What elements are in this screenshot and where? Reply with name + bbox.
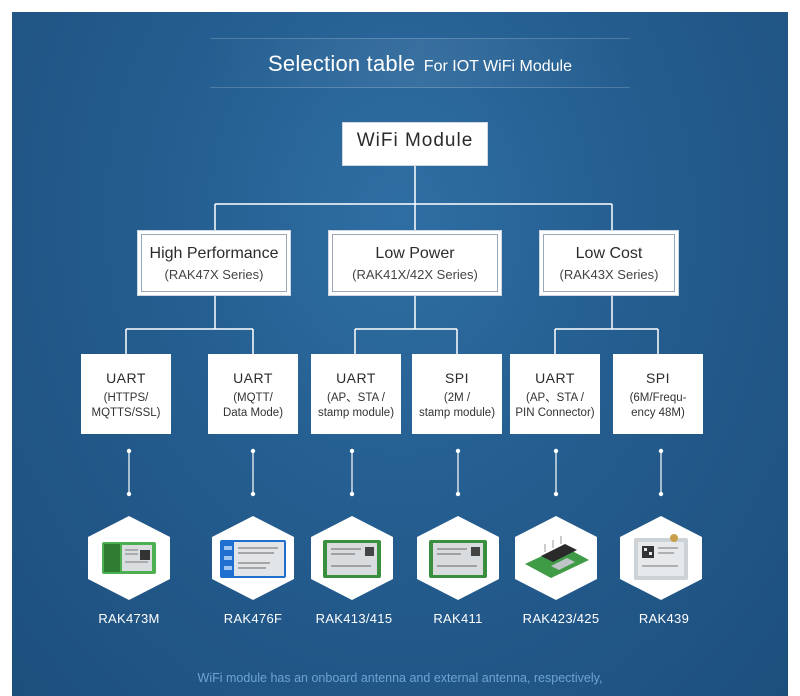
interface-node: UART (HTTPS/ MQTTS/SSL) <box>81 354 171 434</box>
interface-node: UART (MQTT/ Data Mode) <box>208 354 298 434</box>
chip-rak473m-icon <box>102 542 156 574</box>
pin-dot <box>250 491 256 497</box>
module-name: RAK473M <box>98 611 160 626</box>
module-name: RAK423/425 <box>522 611 600 626</box>
interface-node: UART (AP、STA / PIN Connector) <box>510 354 600 434</box>
pin-dot <box>658 448 664 454</box>
chip-rak476f-icon <box>220 540 286 578</box>
category-series: (RAK41X/42X Series) <box>352 267 478 282</box>
interface-node: SPI (6M/Frequ- ency 48M) <box>613 354 703 434</box>
pin-dot <box>553 491 559 497</box>
module-name: RAK439 <box>638 611 690 626</box>
interface-detail: (AP、STA / stamp module) <box>317 392 395 419</box>
category-high-performance: High Performance (RAK47X Series) <box>137 230 291 296</box>
interface-type: SPI <box>645 370 671 386</box>
interface-detail: (AP、STA / PIN Connector) <box>515 392 595 419</box>
interface-detail: (MQTT/ Data Mode) <box>222 392 284 419</box>
module-name: RAK413/415 <box>315 611 393 626</box>
category-name: Low Cost <box>575 245 643 262</box>
chip-rak411-icon <box>429 540 487 578</box>
pin-dot <box>658 491 664 497</box>
title-bar: Selection table For IOT WiFi Module <box>210 38 630 88</box>
category-series: (RAK43X Series) <box>559 267 659 282</box>
category-low-power: Low Power (RAK41X/42X Series) <box>328 230 502 296</box>
title-main: Selection table <box>268 51 416 76</box>
chip-rak439-icon <box>634 534 688 580</box>
interface-node: UART (AP、STA / stamp module) <box>311 354 401 434</box>
module-name: RAK411 <box>433 611 483 626</box>
module-hexagon <box>620 516 702 600</box>
interface-type: UART <box>233 370 273 386</box>
pin-dot <box>553 448 559 454</box>
chip-rak423-icon <box>525 536 589 578</box>
interface-type: SPI <box>444 370 470 386</box>
module-name: RAK476F <box>223 611 283 626</box>
root-node: WiFi Module <box>342 122 488 166</box>
category-low-cost: Low Cost (RAK43X Series) <box>539 230 679 296</box>
footer-note: WiFi module has an onboard antenna and e… <box>197 671 603 685</box>
interface-type: UART <box>535 370 575 386</box>
interface-detail: (2M / stamp module) <box>418 392 496 419</box>
pin-dot <box>126 448 132 454</box>
page-title: Selection table For IOT WiFi Module <box>210 51 630 77</box>
interface-node: SPI (2M / stamp module) <box>412 354 502 434</box>
pin-dot <box>455 448 461 454</box>
interface-detail: (HTTPS/ MQTTS/SSL) <box>91 392 161 419</box>
interface-type: UART <box>106 370 146 386</box>
pin-dot <box>455 491 461 497</box>
pin-dot <box>349 448 355 454</box>
module-hexagon <box>515 516 597 600</box>
pin-dot <box>349 491 355 497</box>
pin-dot <box>126 491 132 497</box>
title-sub: For IOT WiFi Module <box>423 58 572 75</box>
chip-rak413-icon <box>323 540 381 578</box>
interface-type: UART <box>336 370 376 386</box>
interface-detail: (6M/Frequ- ency 48M) <box>629 392 687 419</box>
root-label: WiFi Module <box>356 130 474 151</box>
category-name: Low Power <box>375 245 455 262</box>
category-series: (RAK47X Series) <box>164 267 264 282</box>
category-name: High Performance <box>149 245 279 262</box>
pin-dot <box>250 448 256 454</box>
